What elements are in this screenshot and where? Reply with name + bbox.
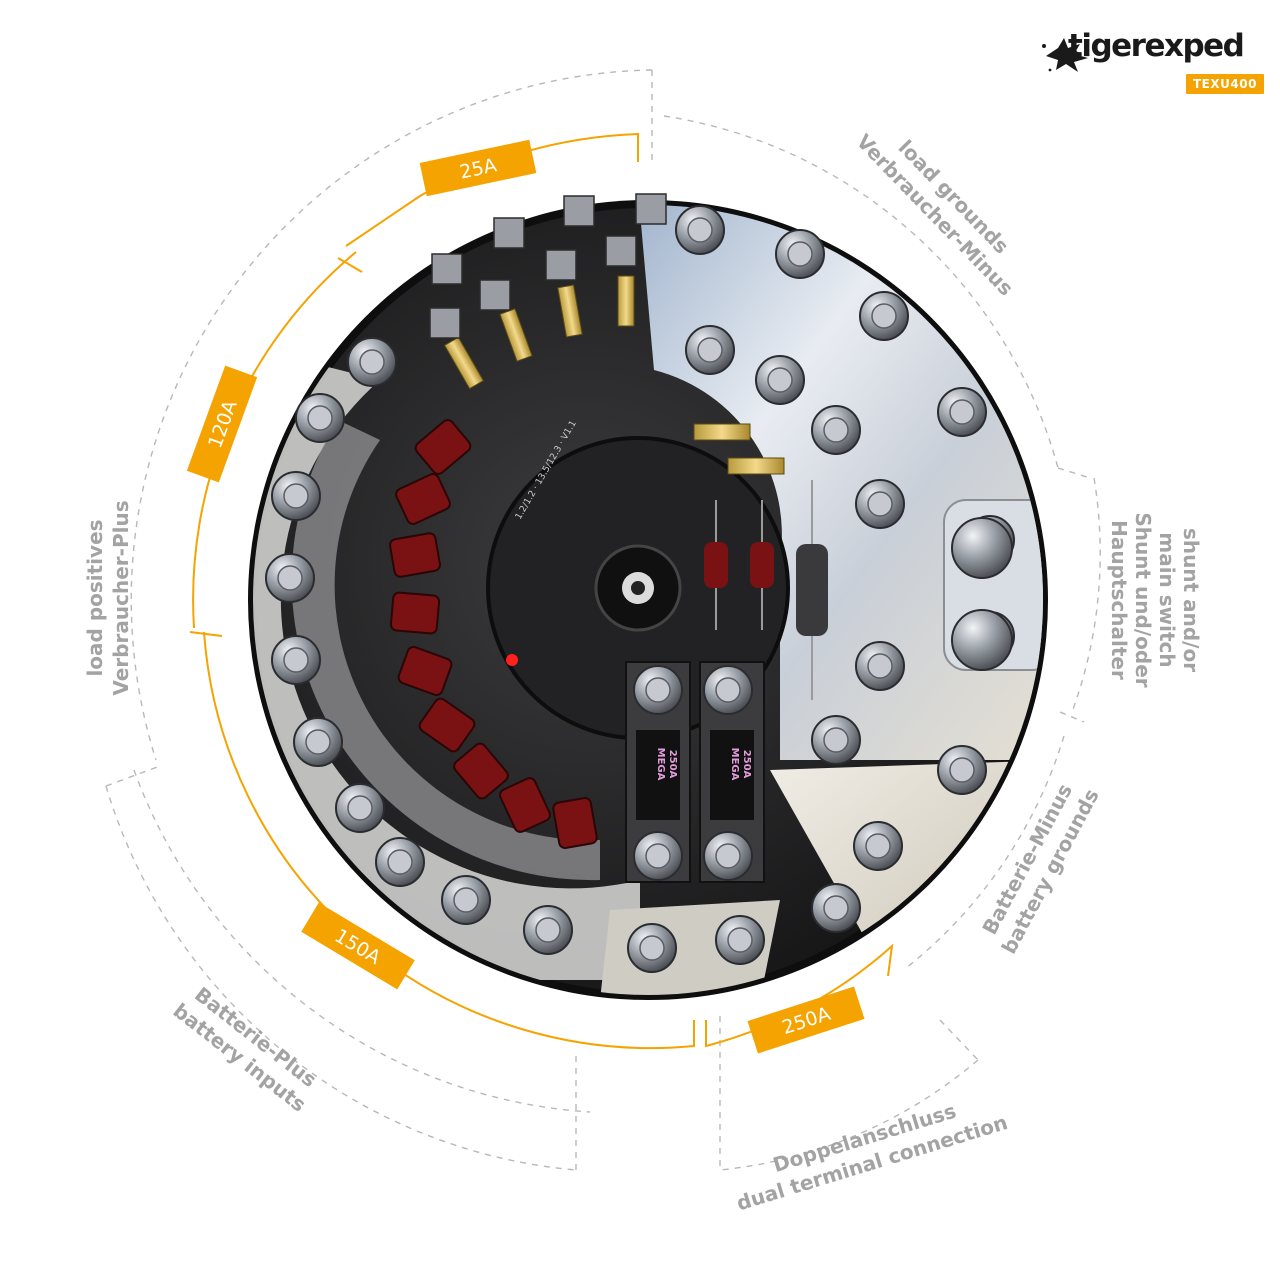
bolt-nut xyxy=(387,849,413,875)
label-dual-terminal: Doppelanschluss dual terminal connection xyxy=(734,1099,1011,1216)
blade-contacts xyxy=(443,275,785,475)
bolt-nut xyxy=(823,417,849,443)
bolt-nut xyxy=(687,217,713,243)
mega-fuse-1-rating: 250A xyxy=(667,750,678,779)
rating-tag-25a: 25A xyxy=(419,139,537,197)
load-positives-de: Verbraucher-Plus xyxy=(109,500,133,695)
bolt-nut xyxy=(283,483,309,509)
inline-fuses xyxy=(704,480,828,700)
bolt-nut xyxy=(645,677,671,703)
logo-splatter-icon xyxy=(1042,38,1088,72)
bolt-nut xyxy=(639,935,665,961)
mega-fuse-2-type: MEGA xyxy=(729,748,740,781)
bolt-nut xyxy=(871,303,897,329)
rating-tag-150a: 150A xyxy=(301,902,415,990)
model-badge: TEXU400 xyxy=(1186,74,1264,94)
busbar-device: 1.2/1.2 · 13.5/12.3 · V1.1 xyxy=(248,193,1048,1000)
bolt-nut xyxy=(307,405,333,431)
bolt-nut xyxy=(949,757,975,783)
bolt-nut xyxy=(359,349,385,375)
bolt-nut xyxy=(867,653,893,679)
bolt-nut xyxy=(767,367,793,393)
bolt-nut xyxy=(305,729,331,755)
bolt-nut xyxy=(277,565,303,591)
load-positives-en: load positives xyxy=(83,519,107,676)
mega-fuse-1-type: MEGA xyxy=(655,748,666,781)
bolt-nut xyxy=(865,833,891,859)
mega-fuse-2-rating: 250A xyxy=(741,750,752,779)
load-positives-bracket xyxy=(130,69,653,761)
shunt-de-1: Shunt und/oder xyxy=(1131,512,1155,687)
shunt-bracket xyxy=(1071,477,1101,713)
bolt-nut xyxy=(949,399,975,425)
bolt-nut xyxy=(697,337,723,363)
shunt-de-2: Hauptschalter xyxy=(1107,520,1131,680)
terminal-bolts xyxy=(265,205,1015,973)
shunt-bolt xyxy=(951,609,1013,671)
load-grounds-bracket xyxy=(663,115,1059,469)
rating-tag-250a: 250A xyxy=(747,986,865,1054)
bolt-nut xyxy=(453,887,479,913)
fuse-holder-arc xyxy=(389,419,598,849)
bolt-nut xyxy=(823,895,849,921)
screw-terminals xyxy=(429,193,667,339)
bolt-nut xyxy=(727,927,753,953)
bolt-nut xyxy=(823,727,849,753)
shunt-en-1: shunt and/or xyxy=(1179,528,1203,672)
bolt-nut xyxy=(645,843,671,869)
brand-logo: tigerexped TEXU400 xyxy=(1040,28,1264,98)
shunt-bolt xyxy=(951,517,1013,579)
rating-tag-120a: 120A xyxy=(186,365,258,483)
label-battery-inputs: Batterie-Plus battery inputs xyxy=(169,982,322,1117)
bolt-nut xyxy=(715,843,741,869)
bolt-nut xyxy=(787,241,813,267)
bolt-nut xyxy=(867,491,893,517)
bolt-nut xyxy=(715,677,741,703)
label-load-grounds: load grounds Verbraucher-Minus xyxy=(852,129,1018,300)
label-load-positives: load positives Verbraucher-Plus xyxy=(83,500,133,695)
bolt-nut xyxy=(347,795,373,821)
status-led xyxy=(506,654,518,666)
bolt-nut xyxy=(535,917,561,943)
bolt-nut xyxy=(283,647,309,673)
label-shunt: shunt and/or main switch Shunt und/oder … xyxy=(1107,512,1203,687)
brand-name: tigerexped xyxy=(1068,28,1245,64)
shunt-en-2: main switch xyxy=(1155,532,1179,667)
